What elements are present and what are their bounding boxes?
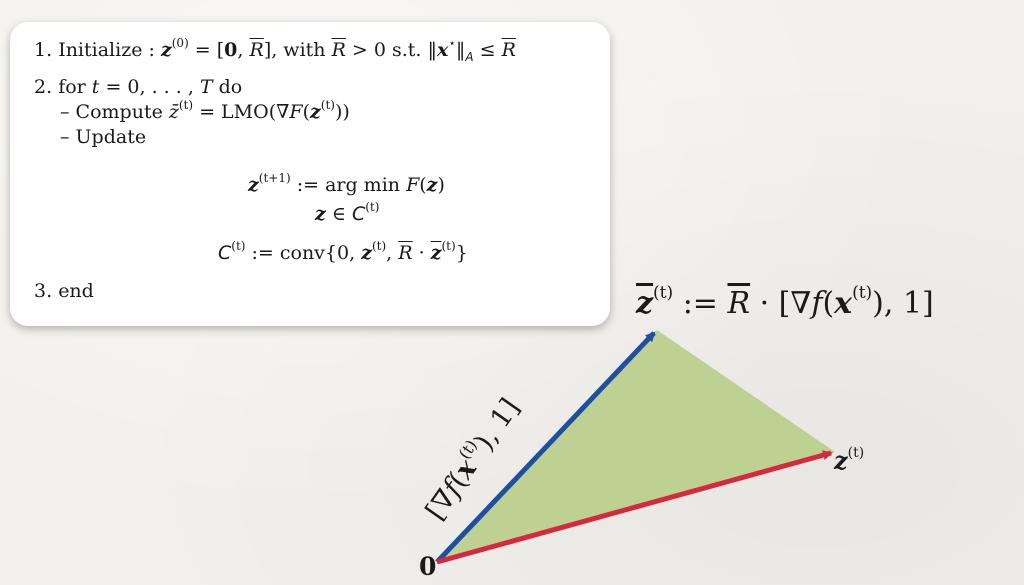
text: )) (334, 101, 350, 123)
text: ) (437, 174, 445, 196)
symbol-rbar: R (727, 286, 751, 321)
symbol-rbar: R (501, 39, 516, 61)
text: · (412, 242, 431, 264)
superscript-t: (t) (231, 239, 246, 253)
equation-argmin: z(t+1) := arg min F(z) (248, 171, 445, 196)
symbol-rbar: R (398, 242, 413, 264)
symbol-zbar: z (430, 242, 442, 264)
step-number: 3. (34, 280, 53, 302)
text: do (212, 76, 243, 98)
algorithm-box: 1. Initialize : z(0) = [0, R], with R > … (10, 22, 610, 326)
symbol-z: z (310, 101, 321, 123)
algorithm-substep-compute: – Compute z̄(t) = LMO(∇F(z(t))) (60, 98, 350, 123)
bullet-dash: – (60, 101, 70, 123)
text: = 0, . . . , (99, 76, 200, 98)
algorithm-substep-update: – Update (60, 126, 146, 148)
symbol-F: F (289, 101, 303, 123)
symbol-rbar: R (331, 39, 346, 61)
text: ∈ (325, 203, 352, 225)
symbol-t: t (91, 76, 100, 98)
symbol-zbar: z̄ (168, 101, 179, 123)
superscript-t: (t) (371, 239, 387, 253)
algorithm-step-initialize: 1. Initialize : z(0) = [0, R], with R > … (34, 36, 516, 64)
feasible-triangle (437, 330, 835, 562)
symbol-F: F (406, 174, 420, 196)
symbol-z: z (248, 174, 259, 196)
z-vertex-label: z(t) (834, 446, 864, 475)
text: ], with (263, 39, 332, 61)
superscript-t-plus-1: (t+1) (258, 171, 291, 185)
superscript-t: (t) (320, 98, 335, 112)
superscript-t: (t) (653, 283, 674, 303)
text: ), 1] (872, 286, 934, 321)
text: := (673, 286, 728, 321)
text: end (58, 280, 94, 302)
superscript-t: (t) (178, 98, 194, 112)
text: := arg min (290, 174, 407, 196)
superscript-star: ⋆ (448, 36, 456, 50)
symbol-z: z (426, 174, 438, 196)
symbol-z: z (315, 203, 326, 225)
symbol-x: x (834, 286, 853, 321)
text: , (237, 39, 250, 61)
symbol-atom-set: A (465, 49, 474, 64)
text: Update (75, 126, 147, 148)
text: , (386, 242, 399, 264)
symbol-rbar: R (249, 39, 264, 61)
text: = [ (188, 39, 225, 61)
text: } (455, 242, 468, 264)
algorithm-step-for-loop: 2. for t = 0, . . . , T do (34, 76, 242, 98)
text: ( (419, 174, 427, 196)
symbol-T: T (199, 76, 213, 98)
bullet-dash: – (60, 126, 70, 148)
superscript-t: (t) (365, 200, 380, 214)
text: for (58, 76, 92, 98)
symbol-zero: 0 (224, 39, 238, 61)
step-number: 1. (34, 39, 53, 61)
superscript-t: (t) (847, 445, 865, 461)
step-number: 2. (34, 76, 53, 98)
symbol-zbar: z (636, 286, 654, 321)
symbol-C: C (351, 203, 366, 225)
symbol-x: x (437, 39, 449, 61)
symbol-z: z (361, 242, 372, 264)
symbol-z: z (160, 39, 172, 61)
symbol-C: C (218, 242, 232, 264)
superscript-t: (t) (852, 283, 873, 303)
step-text: Initialize : (58, 39, 155, 61)
superscript-0: (0) (171, 36, 189, 50)
equation-conv-hull: C(t) := conv{0, z(t), R · z(t)} (218, 239, 468, 264)
zbar-definition-label: z(t) := R · [∇f(x(t)), 1] (636, 283, 934, 322)
text: ( (822, 286, 835, 321)
text: := conv{0, (245, 242, 362, 264)
text: Compute (75, 101, 169, 123)
symbol-f: f (811, 286, 823, 321)
superscript-t: (t) (441, 239, 456, 253)
text: · [∇ (750, 286, 812, 321)
symbol-z: z (834, 446, 848, 475)
equation-constraint: z ∈ C(t) (315, 200, 380, 225)
red-arrow (436, 450, 833, 565)
text: = LMO(∇ (193, 101, 290, 123)
algorithm-step-end: 3. end (34, 280, 94, 302)
blue-arrow (435, 331, 656, 564)
text: ‖ (455, 39, 466, 61)
text: > 0 s.t. ‖ (345, 39, 438, 61)
origin-label: 0 (419, 552, 437, 581)
text: ≤ (473, 39, 502, 61)
text: ( (302, 101, 310, 123)
